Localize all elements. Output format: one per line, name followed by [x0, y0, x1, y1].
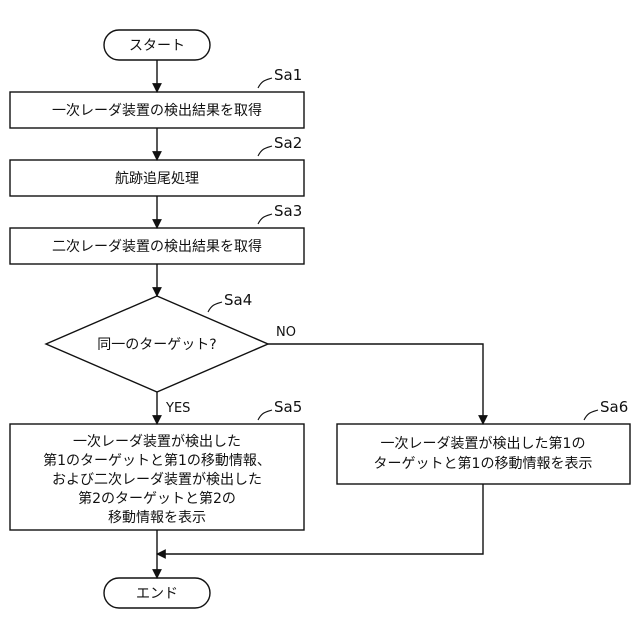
branch-no-label: NO	[276, 325, 296, 340]
step-sa6: 一次レーダ装置が検出した第1の ターゲットと第1の移動情報を表示	[337, 424, 630, 484]
start-label: スタート	[129, 38, 185, 54]
step-sa3-id: Sa3	[274, 202, 302, 220]
step-sa1-id: Sa1	[274, 66, 302, 84]
step-sa6-line-1: 一次レーダ装置が検出した第1の	[381, 435, 586, 452]
step-sa6-label: Sa6	[584, 398, 628, 420]
end-terminal: エンド	[104, 578, 210, 608]
step-sa2-label: Sa2	[258, 134, 302, 156]
step-sa4-label: Sa4	[208, 291, 252, 312]
step-sa3-label: Sa3	[258, 202, 302, 224]
decision-sa4: 同一のターゲット?	[46, 296, 268, 392]
step-sa5-line-1: 一次レーダ装置が検出した	[73, 434, 241, 450]
step-sa1-label: Sa1	[258, 66, 302, 88]
decision-sa4-text: 同一のターゲット?	[97, 337, 216, 353]
start-terminal: スタート	[104, 30, 210, 60]
step-sa3-text: 二次レーダ装置の検出結果を取得	[52, 238, 262, 255]
step-sa4-id: Sa4	[224, 291, 252, 309]
step-sa6-id: Sa6	[600, 398, 628, 416]
step-sa5-line-2: 第1のターゲットと第1の移動情報、	[43, 452, 271, 469]
step-sa5: 一次レーダ装置が検出した 第1のターゲットと第1の移動情報、 および二次レーダ装…	[10, 424, 304, 530]
step-sa5-label: Sa5	[258, 398, 302, 420]
step-sa1: 一次レーダ装置の検出結果を取得	[10, 92, 304, 128]
step-sa2-text: 航跡追尾処理	[115, 171, 199, 187]
step-sa2: 航跡追尾処理	[10, 160, 304, 196]
step-sa5-line-5: 移動情報を表示	[108, 510, 206, 526]
step-sa5-line-3: および二次レーダ装置が検出した	[52, 472, 262, 488]
step-sa2-id: Sa2	[274, 134, 302, 152]
step-sa3: 二次レーダ装置の検出結果を取得	[10, 228, 304, 264]
step-sa5-line-4: 第2のターゲットと第2の	[78, 490, 236, 507]
step-sa6-line-2: ターゲットと第1の移動情報を表示	[374, 455, 593, 472]
branch-yes-label: YES	[165, 401, 190, 416]
step-sa1-text: 一次レーダ装置の検出結果を取得	[52, 102, 262, 119]
end-label: エンド	[136, 586, 178, 602]
step-sa5-id: Sa5	[274, 398, 302, 416]
